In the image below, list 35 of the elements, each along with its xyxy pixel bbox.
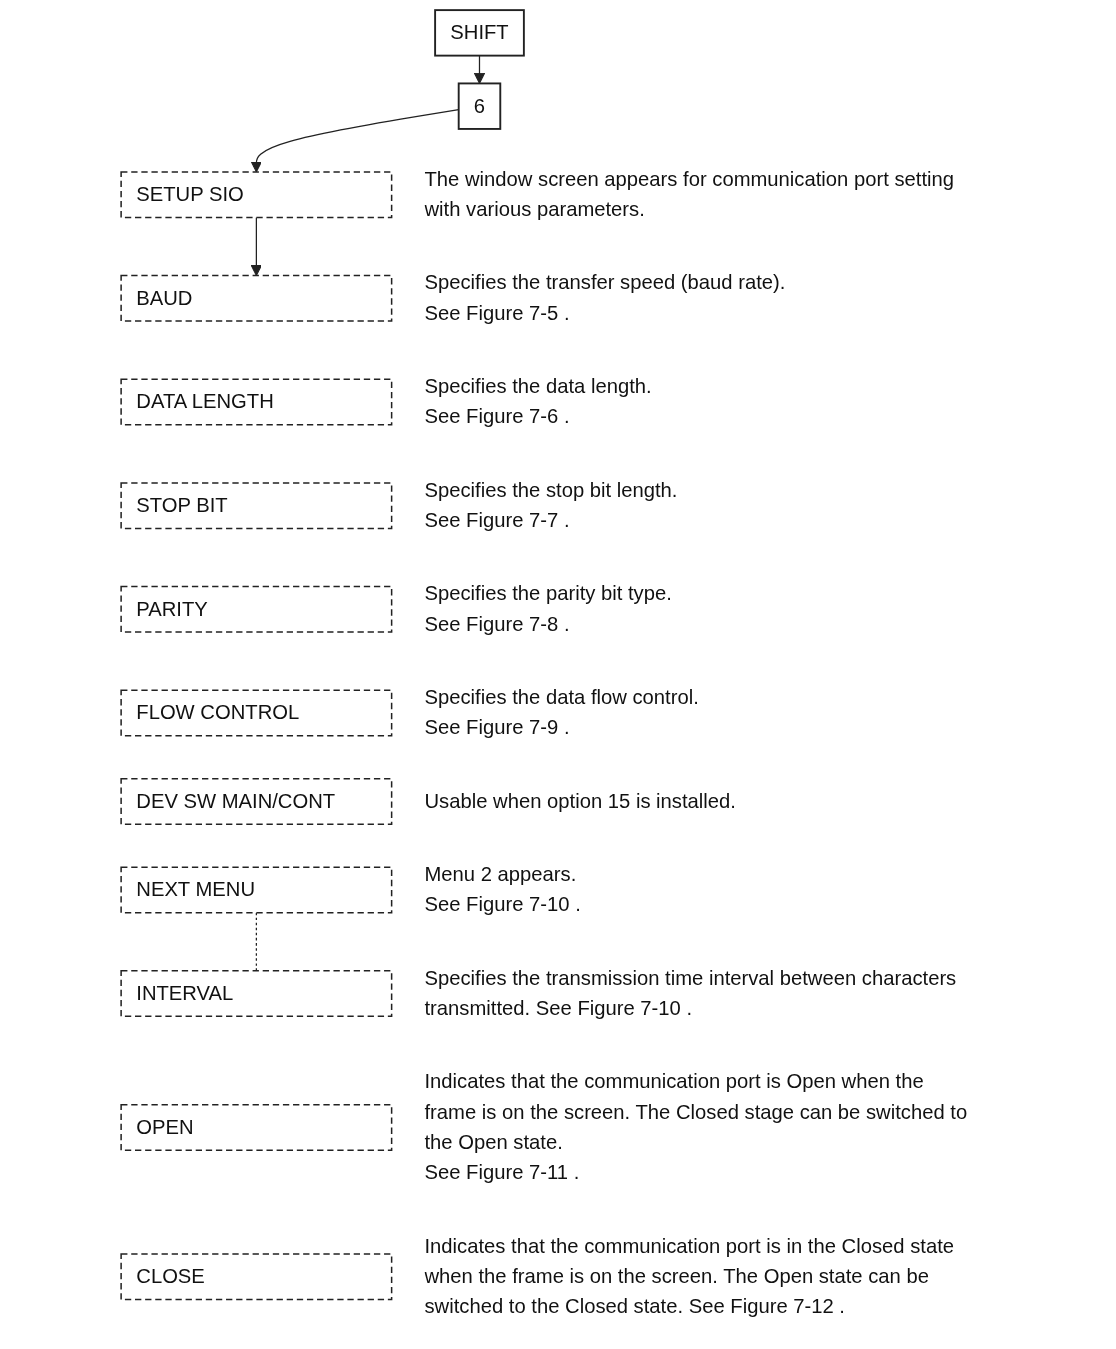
node-box: BAUD bbox=[119, 274, 392, 322]
node-label: See Figure 7-8 . bbox=[424, 613, 570, 635]
node-label: Specifies the data length. bbox=[424, 375, 652, 397]
node-label: Indicates that the communication port is in the Closed state when the frame is on the screen. The Open state can be switched to the Closed state. See Figure 7-12 . bbox=[424, 1235, 954, 1318]
node-label: Specifies the transfer speed (baud rate). bbox=[424, 271, 785, 294]
node-box: NEXT MENU bbox=[119, 866, 392, 914]
arrow bbox=[250, 108, 459, 173]
node-label: Menu 2 appears. bbox=[424, 863, 576, 885]
arrow bbox=[473, 55, 485, 84]
node-box: STOP BIT bbox=[119, 482, 392, 530]
node-label: See Figure 7-10 . bbox=[424, 893, 581, 916]
node-box: OPEN bbox=[119, 1104, 392, 1152]
node-label: Usable when option 15 is installed. bbox=[424, 790, 736, 812]
node-label: Specifies the transmission time interval between characters transmitted. See Figure 7-10 . bbox=[424, 967, 956, 1019]
node-box: DATA LENGTH bbox=[119, 378, 392, 426]
node-label: See Figure 7-5 . bbox=[424, 302, 570, 324]
node-label: Specifies the parity bit type. bbox=[424, 582, 672, 605]
node-box: INTERVAL bbox=[119, 970, 392, 1018]
node-box: FLOW CONTROL bbox=[119, 689, 392, 737]
node-label: See Figure 7-6 . bbox=[424, 405, 570, 428]
node-label: See Figure 7-11 . bbox=[424, 1161, 579, 1184]
arrow bbox=[250, 216, 262, 277]
node-label: Indicates that the communication port is Open when the frame is on the screen. The Closed stage can be switched to the Open state. bbox=[424, 1070, 967, 1153]
node-box: DEV SW MAIN/CONT bbox=[119, 777, 392, 825]
node-box: SHIFT bbox=[433, 9, 525, 57]
node-box: SETUP SIO bbox=[119, 171, 392, 219]
node-label: The window screen appears for communication port setting with various parameters. bbox=[424, 168, 954, 220]
node-label: See Figure 7-7 . bbox=[424, 509, 570, 531]
node-label: Specifies the data flow control. bbox=[424, 686, 699, 708]
node-box: CLOSE bbox=[119, 1253, 392, 1301]
node-label: Specifies the stop bit length. bbox=[424, 479, 677, 501]
node-label: See Figure 7-9 . bbox=[424, 716, 570, 739]
node-box: 6 bbox=[457, 82, 501, 130]
connector bbox=[255, 912, 257, 972]
node-box: PARITY bbox=[119, 585, 392, 633]
